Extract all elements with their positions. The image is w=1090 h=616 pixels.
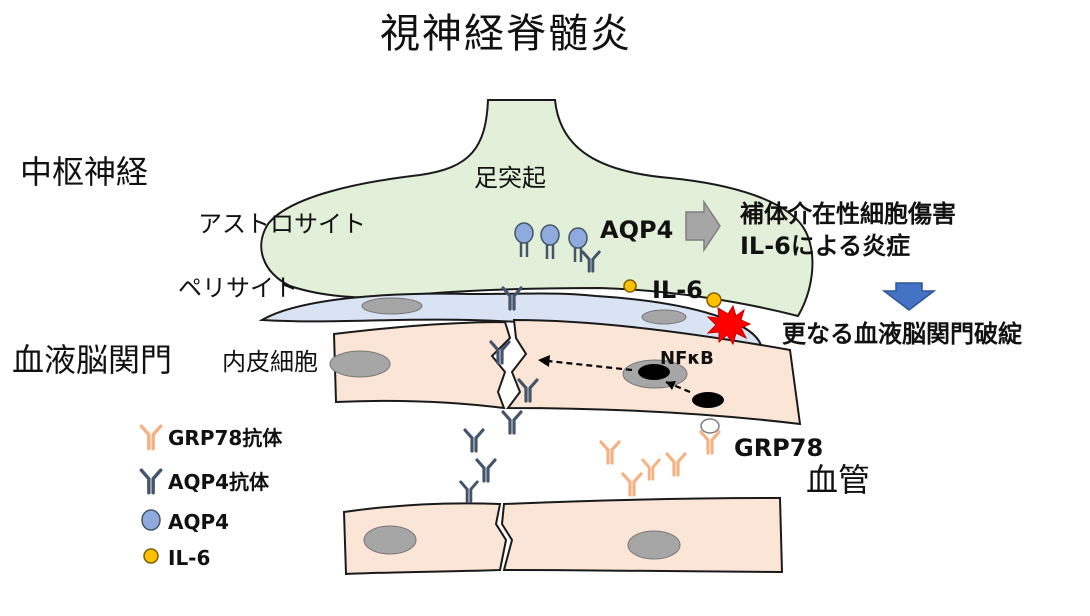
effect-complement: 補体介在性細胞傷害 — [740, 200, 956, 228]
il6-dot — [623, 279, 637, 293]
aqp4-antibody-legend-icon — [139, 468, 163, 495]
grp78-antibody-legend-icon — [139, 424, 163, 451]
il6-label: IL-6 — [652, 276, 703, 304]
cns-label: 中枢神経 — [20, 153, 149, 191]
pericyte-nucleus-right — [641, 309, 687, 325]
legend-grp78-antibody: GRP78抗体 — [168, 426, 283, 450]
dashed-arrow-2 — [547, 359, 633, 372]
il6-legend-icon — [143, 548, 159, 564]
pericyte-nucleus — [361, 297, 423, 315]
diagram-title: 視神経脊髄炎 — [380, 11, 632, 57]
grp78-receptor — [700, 418, 720, 434]
gray-right-arrow — [685, 199, 721, 253]
effect-further-bbb-breakdown: 更なる血液脳関門破綻 — [782, 320, 1022, 348]
legend-aqp4-antibody: AQP4抗体 — [168, 470, 270, 494]
end-foot-label: 足突起 — [474, 164, 546, 192]
astrocyte-shape — [260, 99, 814, 318]
pericyte-label: ペリサイト — [178, 274, 298, 302]
effect-il6-inflammation: IL-6による炎症 — [740, 232, 911, 260]
grp78-bound-antibody — [699, 430, 721, 455]
nfkb-label: NFκB — [660, 348, 714, 369]
endothelial-label: 内皮細胞 — [222, 348, 318, 376]
nfkb-oval — [638, 364, 670, 380]
legend-aqp4: AQP4 — [168, 510, 230, 534]
il6-dot — [706, 292, 722, 308]
endothelial-lower-left — [342, 502, 508, 576]
aqp4-label: AQP4 — [600, 216, 674, 244]
endothelial-nucleus-left — [329, 350, 391, 378]
dashed-arrowhead-1 — [666, 381, 676, 390]
grp78-label: GRP78 — [734, 434, 824, 462]
blue-down-arrow — [881, 282, 937, 311]
bbb-label: 血液脳関門 — [12, 341, 173, 379]
aqp4-legend-icon — [141, 509, 161, 531]
nfkb-burst — [706, 304, 752, 346]
legend-il6: IL-6 — [168, 546, 211, 570]
dashed-arrowhead-2 — [538, 355, 550, 367]
astrocyte-label: アストロサイト — [198, 210, 366, 238]
grp78-antibodies — [599, 440, 687, 497]
lower-nucleus-left — [363, 525, 417, 555]
vessel-label: 血管 — [806, 461, 871, 499]
lower-nucleus-right — [627, 530, 681, 560]
signal-oval — [692, 392, 724, 408]
